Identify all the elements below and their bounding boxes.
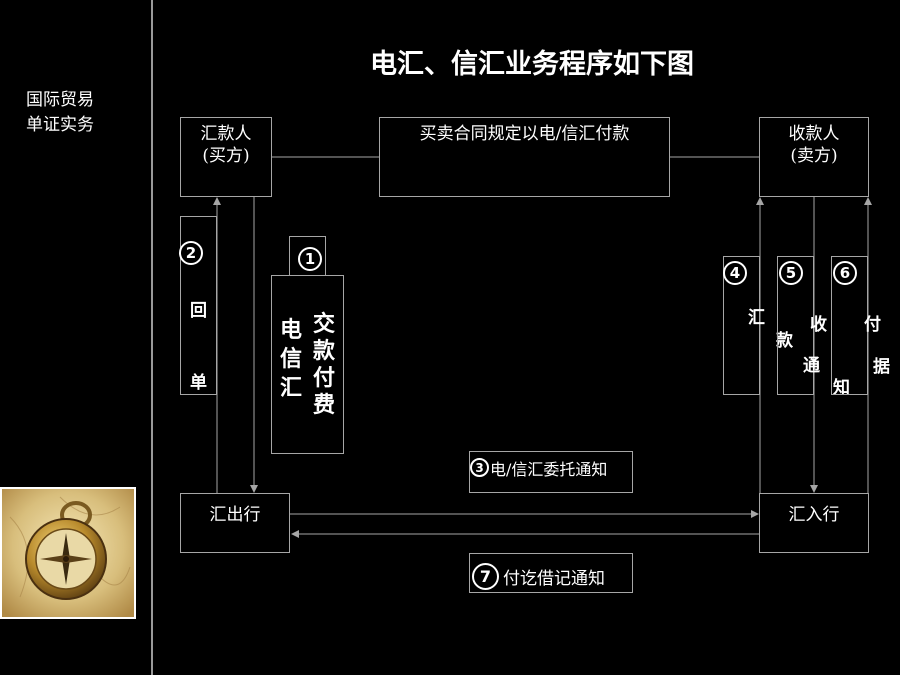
step2-char2: 单: [190, 373, 207, 393]
step3-label: 电/信汇委托通知: [490, 460, 608, 479]
step2-number: 2: [179, 241, 203, 265]
step3-number: 3: [470, 458, 489, 477]
step6-char1: 付: [864, 315, 881, 335]
step1-col1-char3: 付: [313, 365, 336, 391]
step4-number: 4: [723, 261, 747, 285]
payee-box: 收款人 (卖方): [759, 117, 869, 197]
step6-number: 6: [833, 261, 857, 285]
step5-number: 5: [779, 261, 803, 285]
remitter-box: 汇款人 (买方): [180, 117, 272, 197]
step7-box: [469, 553, 633, 593]
payee-role: (卖方): [790, 146, 838, 166]
step1-col2-char1: 电: [280, 317, 303, 343]
step1-number: 1: [298, 247, 322, 271]
step7-label: 付讫借记通知: [503, 569, 605, 589]
step1-col1-char1: 交: [313, 311, 336, 337]
step2-box: [180, 216, 217, 395]
contract-label: 买卖合同规定以电/信汇付款: [419, 124, 630, 144]
sidebar-divider: [151, 0, 153, 675]
step4-char2: 款: [776, 331, 793, 351]
diagram-title: 电汇、信汇业务程序如下图: [370, 49, 694, 80]
step5-box: [777, 256, 814, 395]
payee-label: 收款人: [788, 124, 840, 144]
step1-col1-char4: 费: [313, 392, 336, 418]
step4-char1: 汇: [748, 308, 765, 328]
remitter-label: 汇款人: [200, 124, 252, 144]
step7-number: 7: [472, 563, 499, 590]
step1-col2-char3: 汇: [280, 375, 303, 401]
paying-bank-box: 汇入行: [759, 493, 869, 553]
step1-col1-char2: 款: [313, 338, 336, 364]
step4-box: [723, 256, 760, 395]
compass-image: [0, 487, 136, 619]
paying-bank-label: 汇入行: [788, 505, 840, 525]
course-title-line2: 单证实务: [26, 115, 94, 135]
remitting-bank-box: 汇出行: [180, 493, 290, 553]
step5-char2: 通: [803, 356, 820, 376]
course-title: 国际贸易 单证实务: [26, 88, 94, 138]
remitting-bank-label: 汇出行: [209, 505, 261, 525]
step6-box: [831, 256, 868, 395]
step5-char1: 收: [810, 315, 827, 335]
step3-box: [469, 451, 633, 493]
step5-char3: 知: [833, 378, 850, 398]
step1-col2-char2: 信: [280, 346, 303, 372]
course-title-line1: 国际贸易: [26, 90, 94, 110]
contract-box: 买卖合同规定以电/信汇付款: [379, 117, 670, 197]
remitter-role: (买方): [202, 146, 250, 166]
step1-box: [271, 275, 344, 454]
step6-char2: 据: [873, 357, 890, 377]
step2-char1: 回: [190, 301, 207, 321]
